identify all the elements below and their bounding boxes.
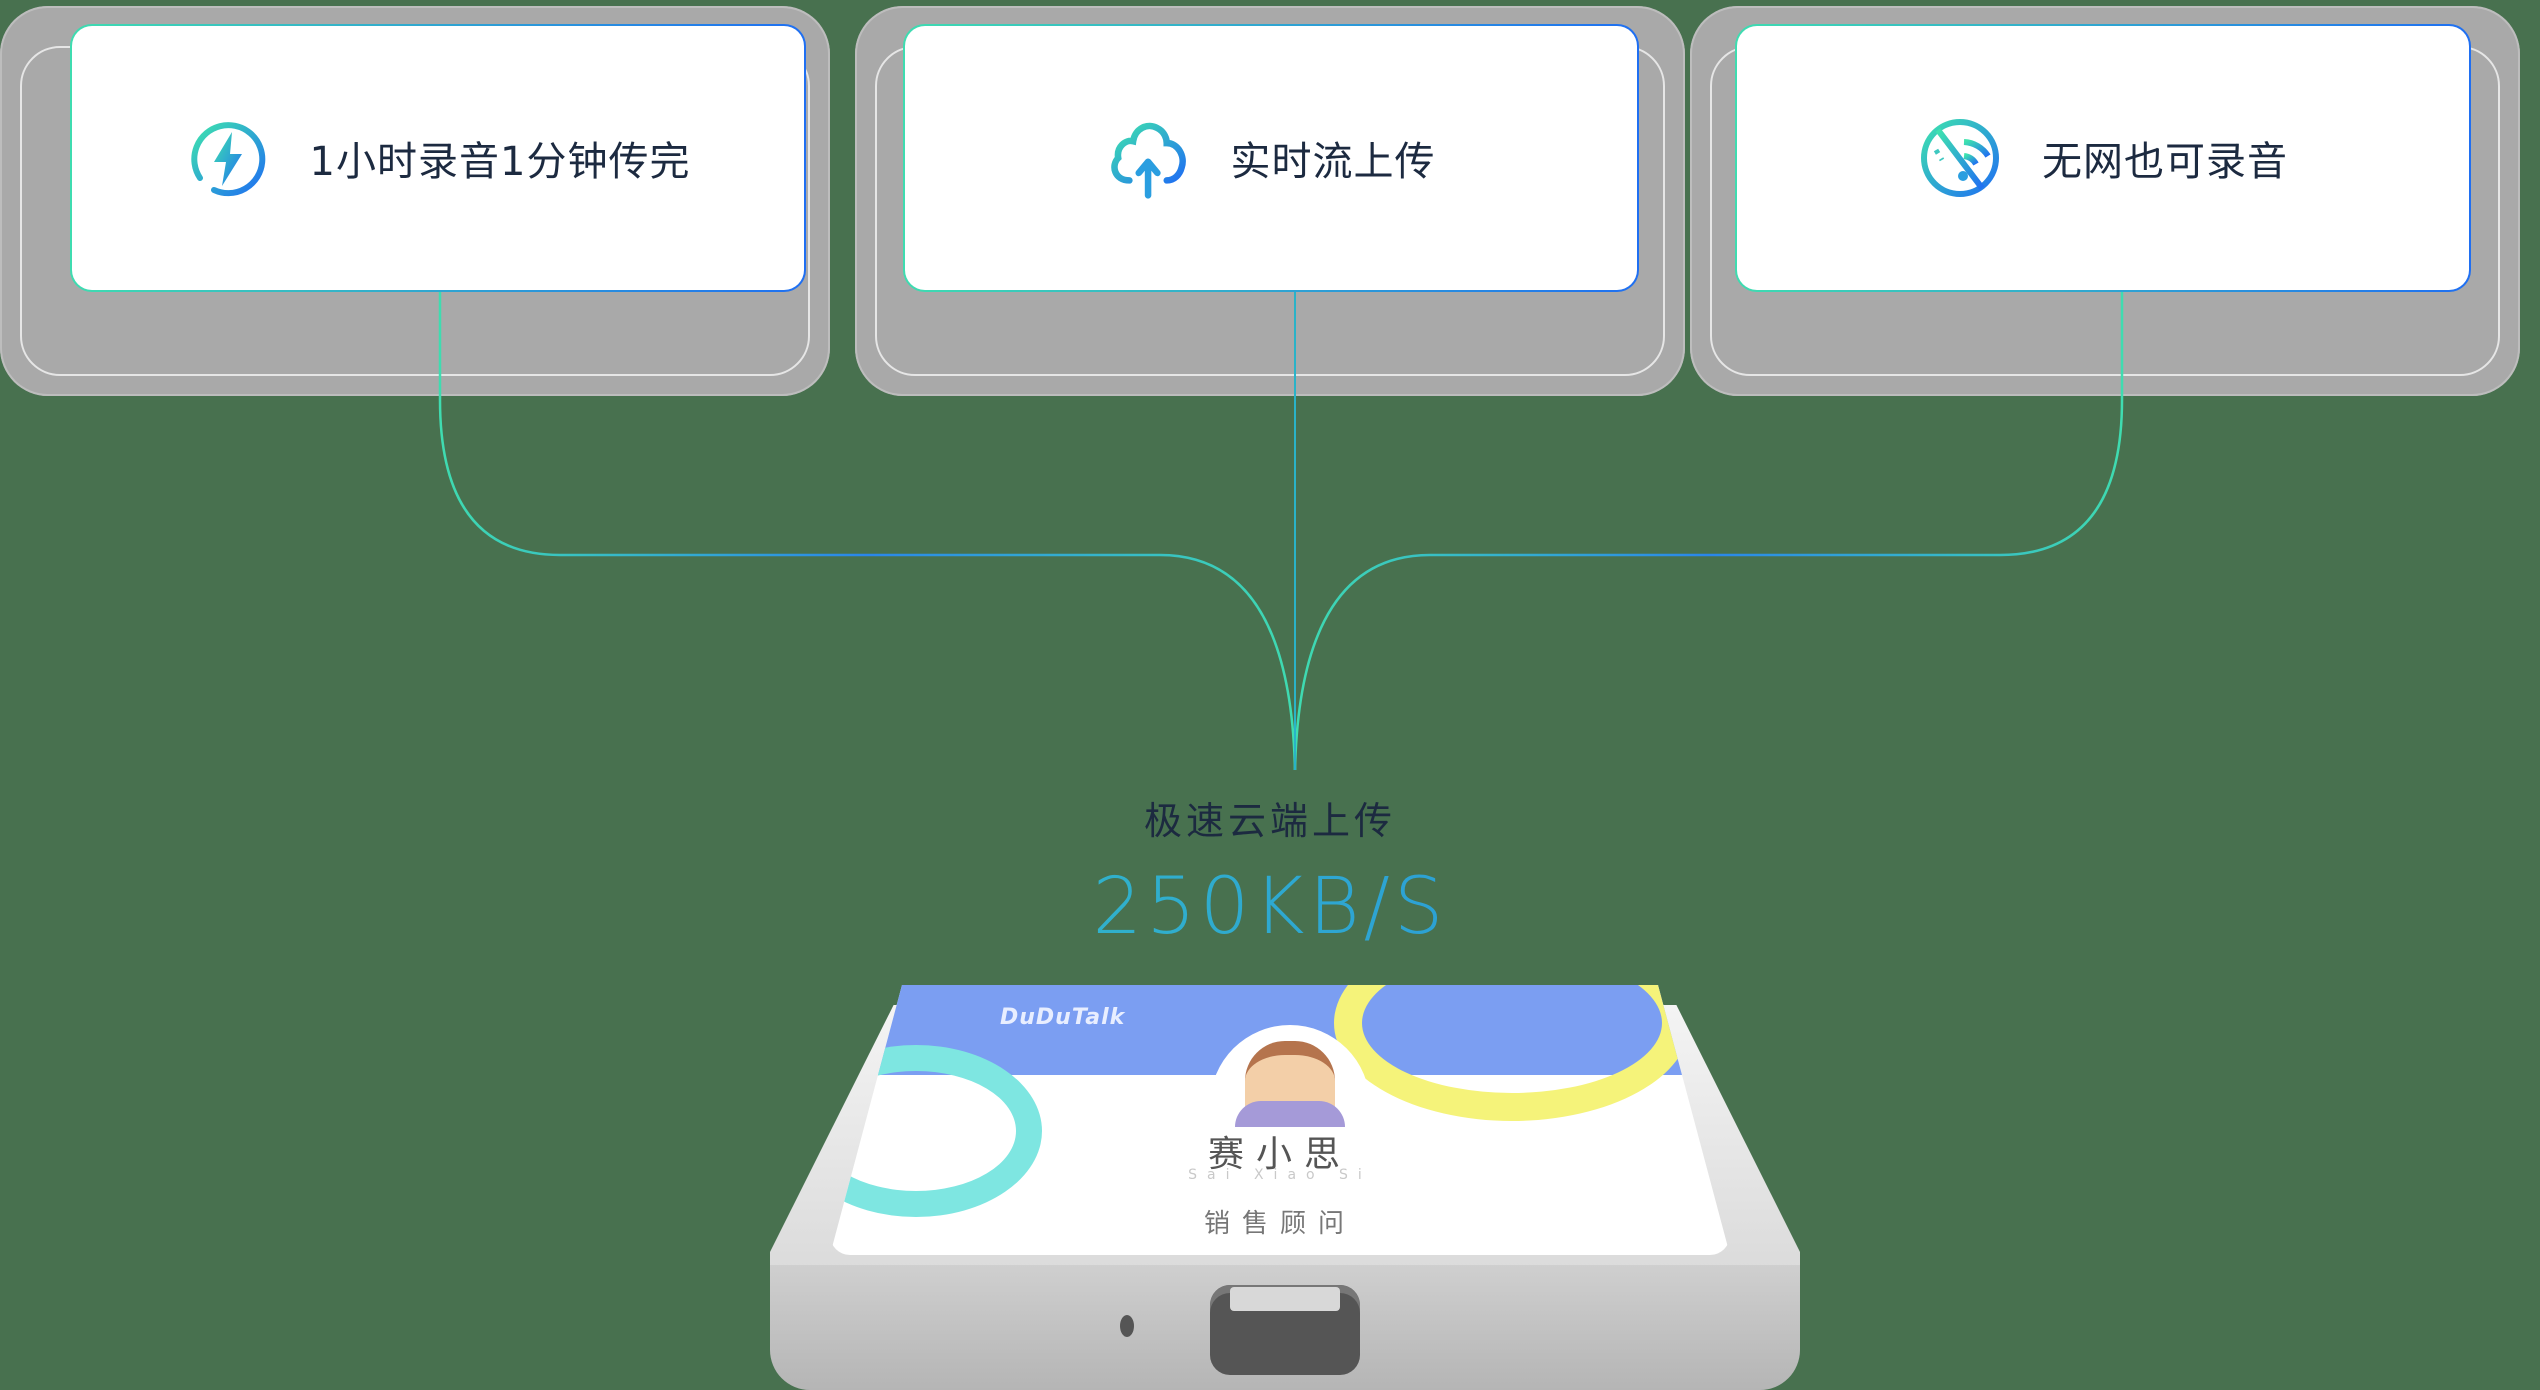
wifi-off-icon	[1918, 116, 2002, 200]
feature-card-fast-transfer: 1小时录音1分钟传完	[70, 24, 806, 292]
feature-label: 1小时录音1分钟传完	[309, 139, 691, 185]
badge-name: 赛小思	[1207, 1134, 1352, 1175]
feature-card-offline-record: 无网也可录音	[1735, 24, 2471, 292]
feature-card-realtime-upload: 实时流上传	[903, 24, 1639, 292]
decor-ring-yellow	[1334, 985, 1690, 1121]
avatar-body	[1235, 1101, 1345, 1127]
feature-label: 无网也可录音	[2042, 139, 2288, 185]
badge-screen: DuDuTalk 赛小思 Sai Xiao Si 销售顾问	[830, 985, 1730, 1255]
upload-title: 极速云端上传	[1143, 799, 1396, 843]
upload-speed: 250KB/S	[0, 862, 2540, 952]
badge-pinyin: Sai Xiao Si	[1188, 1167, 1372, 1183]
mic-hole	[1120, 1315, 1134, 1337]
usb-port-tongue	[1230, 1287, 1340, 1311]
cloud-upload-icon	[1107, 116, 1191, 200]
feature-label: 实时流上传	[1230, 139, 1436, 185]
recorder-device: DuDuTalk 赛小思 Sai Xiao Si 销售顾问	[770, 975, 1800, 1390]
badge-role: 销售顾问	[1203, 1209, 1356, 1239]
lightning-bolt-icon	[186, 116, 270, 200]
brand-logo: DuDuTalk	[1000, 1005, 1126, 1030]
